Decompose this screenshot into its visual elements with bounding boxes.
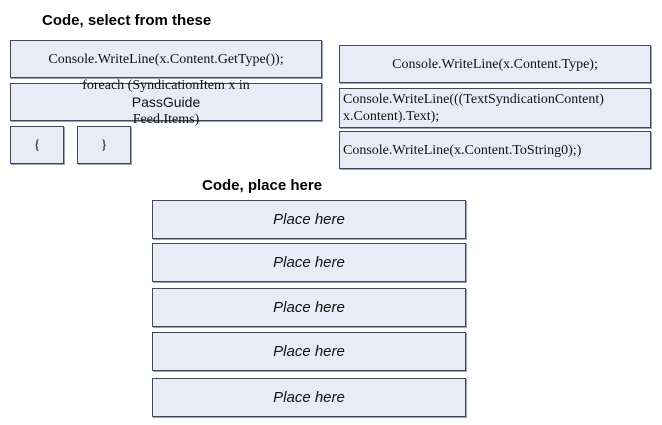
code-tile-get-type[interactable]: Console.WriteLine(x.Content.GetType()); (10, 40, 322, 78)
code-tile-open-brace[interactable]: { (10, 126, 64, 164)
source-heading: Code, select from these (42, 12, 212, 29)
code-tile-content-type[interactable]: Console.WriteLine(x.Content.Type); (339, 45, 651, 83)
code-tile-label: Console.WriteLine(((TextSyndicationConte… (343, 92, 604, 124)
drop-slot-2[interactable]: Place here (152, 243, 466, 282)
code-tile-label: { (33, 137, 41, 153)
code-tile-label: Console.WriteLine(x.Content.ToString0);) (343, 142, 582, 158)
code-tile-label: Console.WriteLine(x.Content.Type); (392, 56, 598, 72)
code-tile-label: } (100, 137, 108, 153)
drop-slot-label: Place here (273, 299, 345, 316)
drop-slot-label: Place here (273, 254, 345, 271)
drop-slot-1[interactable]: Place here (152, 200, 466, 239)
drop-slot-label: Place here (273, 389, 345, 406)
code-tile-close-brace[interactable]: } (77, 126, 131, 164)
drop-slot-3[interactable]: Place here (152, 288, 466, 327)
drop-slot-4[interactable]: Place here (152, 332, 466, 371)
drop-slot-5[interactable]: Place here (152, 378, 466, 417)
drop-slot-label: Place here (273, 211, 345, 228)
code-tile-label: Console.WriteLine(x.Content.GetType()); (48, 51, 284, 67)
target-heading: Code, place here (202, 177, 323, 194)
drop-slot-label: Place here (273, 343, 345, 360)
code-tile-to-string[interactable]: Console.WriteLine(x.Content.ToString0);) (339, 131, 651, 169)
code-tile-text-syndication[interactable]: Console.WriteLine(((TextSyndicationConte… (339, 88, 651, 128)
